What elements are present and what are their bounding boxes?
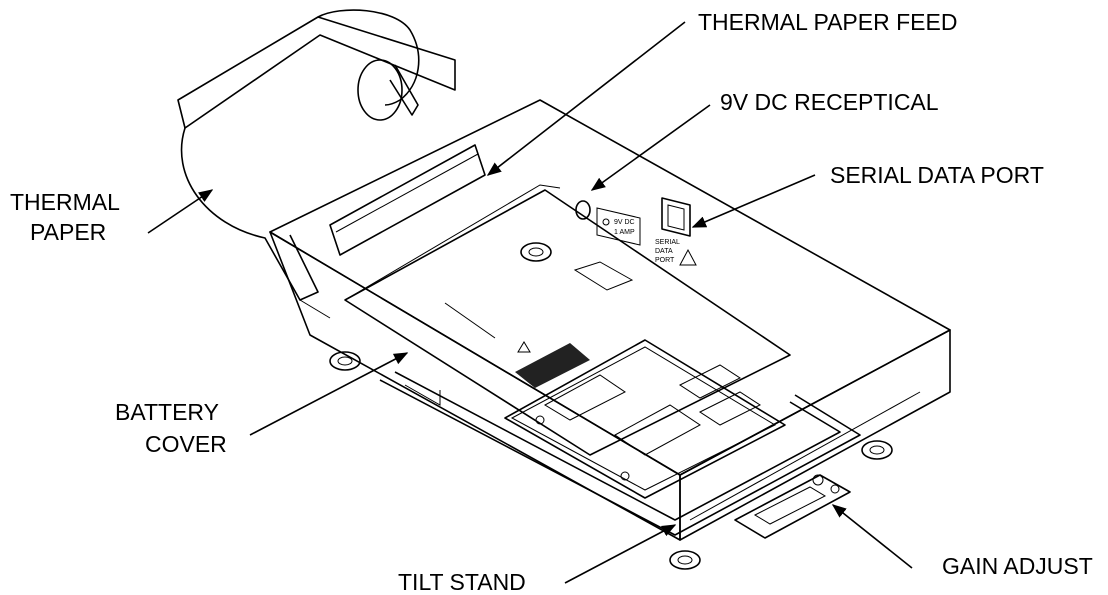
battery-cover-latch <box>515 343 590 388</box>
side-panel: 9V DC 1 AMP SERIAL DATA PORT <box>573 197 697 291</box>
rubber-feet <box>329 242 893 570</box>
callout-dc-receptacle: 9V DC RECEPTICAL <box>720 89 939 115</box>
rubber-foot <box>520 242 552 262</box>
up-triangle-icon <box>517 341 531 353</box>
leader-lines <box>147 21 913 584</box>
serial-data-port <box>661 197 691 237</box>
callout-serial-data-port: SERIAL DATA PORT <box>830 162 1044 188</box>
device-body <box>269 99 951 541</box>
callout-tilt-stand: TILT STAND <box>398 569 526 595</box>
rubber-foot <box>329 351 361 371</box>
serial-label-1: SERIAL <box>655 239 680 246</box>
dc-jack <box>575 200 591 220</box>
tilt-stand <box>379 371 861 536</box>
callout-battery-cover-line2: COVER <box>145 431 227 457</box>
rubber-foot <box>861 440 893 460</box>
battery-cover <box>344 189 791 456</box>
callout-thermal-paper-feed: THERMAL PAPER FEED <box>698 9 957 35</box>
warning-triangle-icon <box>679 248 697 266</box>
thermal-paper-feed-slot <box>329 144 486 256</box>
dc-rating-text: 9V DC <box>614 219 635 226</box>
serial-label-3: PORT <box>655 257 675 264</box>
callout-battery-cover-line1: BATTERY <box>115 399 219 425</box>
serial-label-2: DATA <box>655 248 673 255</box>
instruction-label <box>504 339 786 499</box>
callout-thermal-paper-line1: THERMAL <box>10 189 120 215</box>
thermal-paper-roll <box>177 9 456 301</box>
callout-gain-adjust: GAIN ADJUST <box>942 553 1093 579</box>
dc-rating-amp-text: 1 AMP <box>614 229 635 236</box>
gain-adjust-panel <box>734 474 851 539</box>
rubber-foot <box>669 550 701 570</box>
callout-thermal-paper-line2: PAPER <box>30 219 106 245</box>
